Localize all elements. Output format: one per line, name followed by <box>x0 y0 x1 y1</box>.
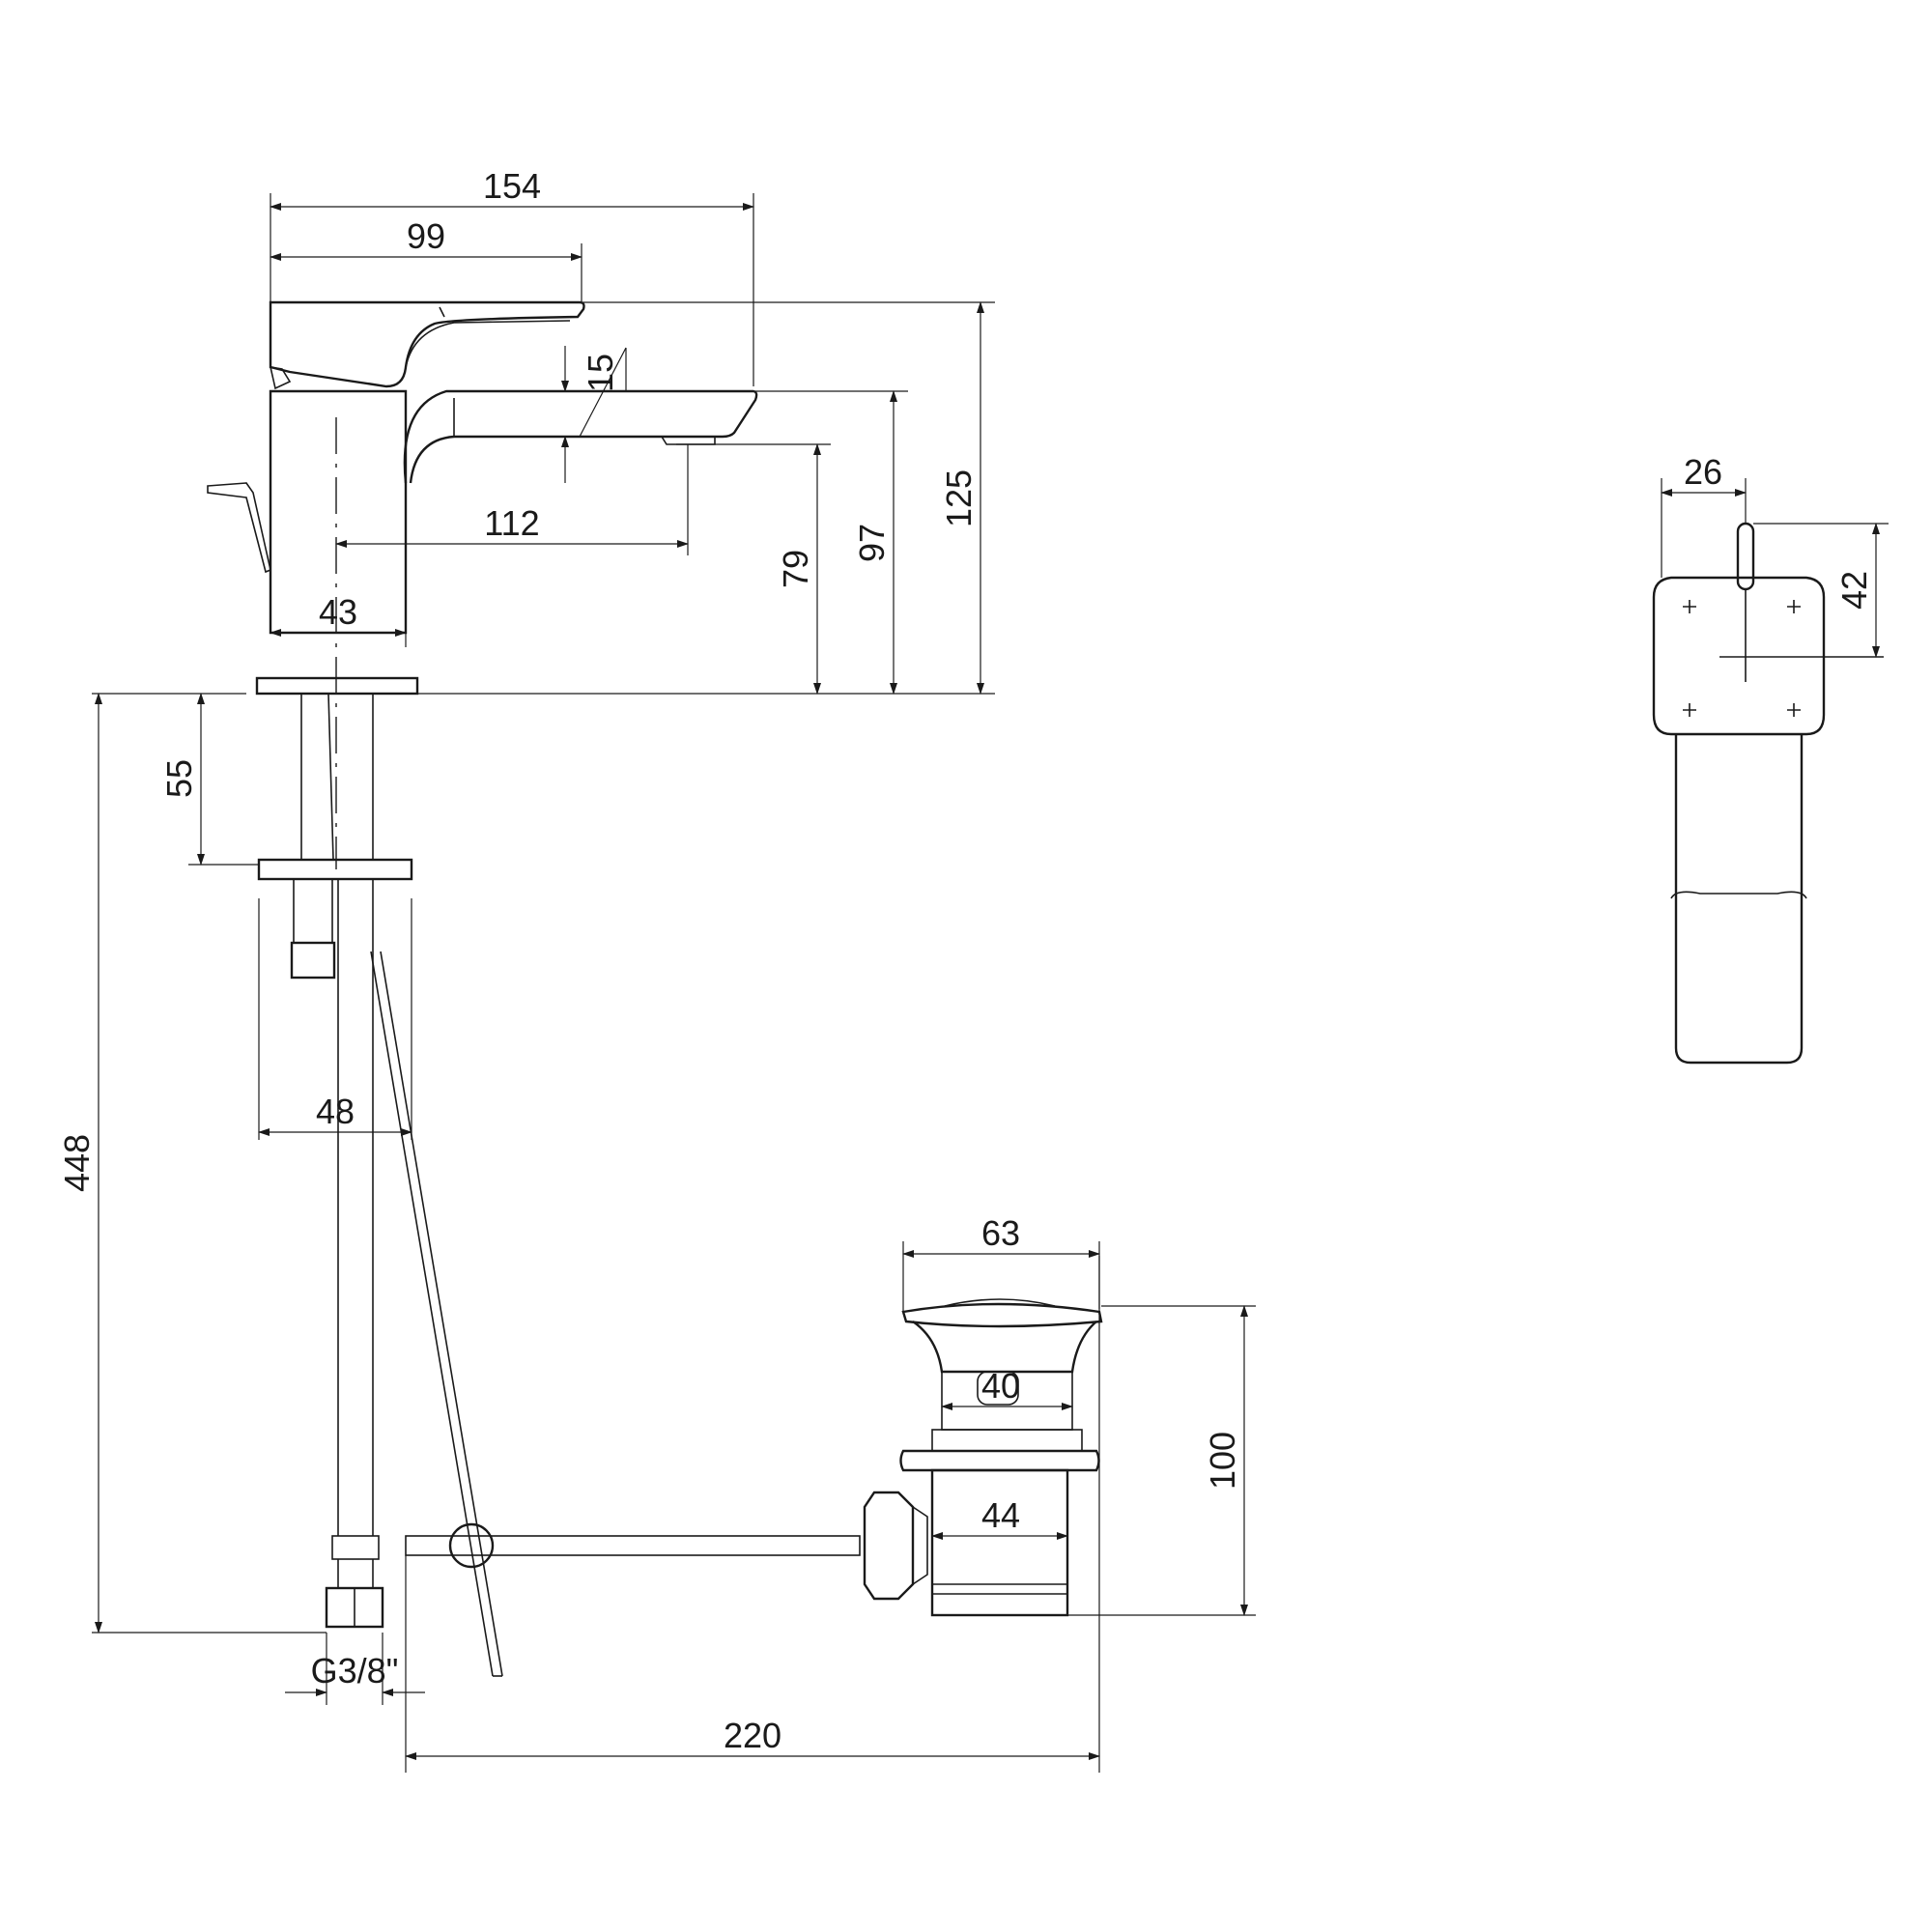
drain-rod <box>405 1535 861 1556</box>
front-handle <box>1652 576 1826 736</box>
dimension-labels: 154 99 15 112 43 79 97 125 55 448 48 G3/… <box>57 166 1874 1755</box>
dim-15-label: 15 <box>581 354 620 392</box>
dim-125-label: 125 <box>939 469 979 527</box>
front-lever <box>1736 522 1755 591</box>
spout <box>403 389 758 484</box>
dim-79-label: 79 <box>776 550 815 588</box>
dim-448-label: 448 <box>57 1134 97 1192</box>
waste-drain <box>899 1298 1103 1617</box>
hose-nut <box>290 941 336 980</box>
dim-48-label: 48 <box>316 1092 355 1131</box>
front-body <box>1674 734 1804 1065</box>
dim-100-label: 100 <box>1203 1432 1242 1490</box>
faucet-side-view <box>207 300 928 1677</box>
dim-40-label: 40 <box>981 1366 1020 1406</box>
lever-handle <box>269 300 585 388</box>
dimension-lines <box>92 193 1889 1773</box>
dim-43-label: 43 <box>319 592 357 632</box>
dim-220-label: 220 <box>724 1716 781 1755</box>
mounting-plate <box>257 858 413 881</box>
dim-112-label: 112 <box>484 503 539 543</box>
base-plate <box>255 676 419 696</box>
dim-42-label: 42 <box>1834 571 1874 610</box>
dim-55-label: 55 <box>159 759 199 798</box>
drain-nut <box>899 1449 1100 1472</box>
dim-99-label: 99 <box>407 216 445 256</box>
rod-clamp <box>448 1522 495 1569</box>
drain-flange <box>901 1302 1103 1328</box>
faucet-front-view <box>1652 522 1884 1065</box>
dim-44-label: 44 <box>981 1495 1020 1535</box>
dim-154-label: 154 <box>483 166 541 206</box>
thread-label: G3/8" <box>311 1651 399 1690</box>
dim-63-label: 63 <box>981 1213 1020 1253</box>
popup-rod <box>207 482 271 574</box>
dim-26-label: 26 <box>1684 452 1722 492</box>
drain-knob <box>863 1491 915 1601</box>
dim-97-label: 97 <box>852 524 892 562</box>
